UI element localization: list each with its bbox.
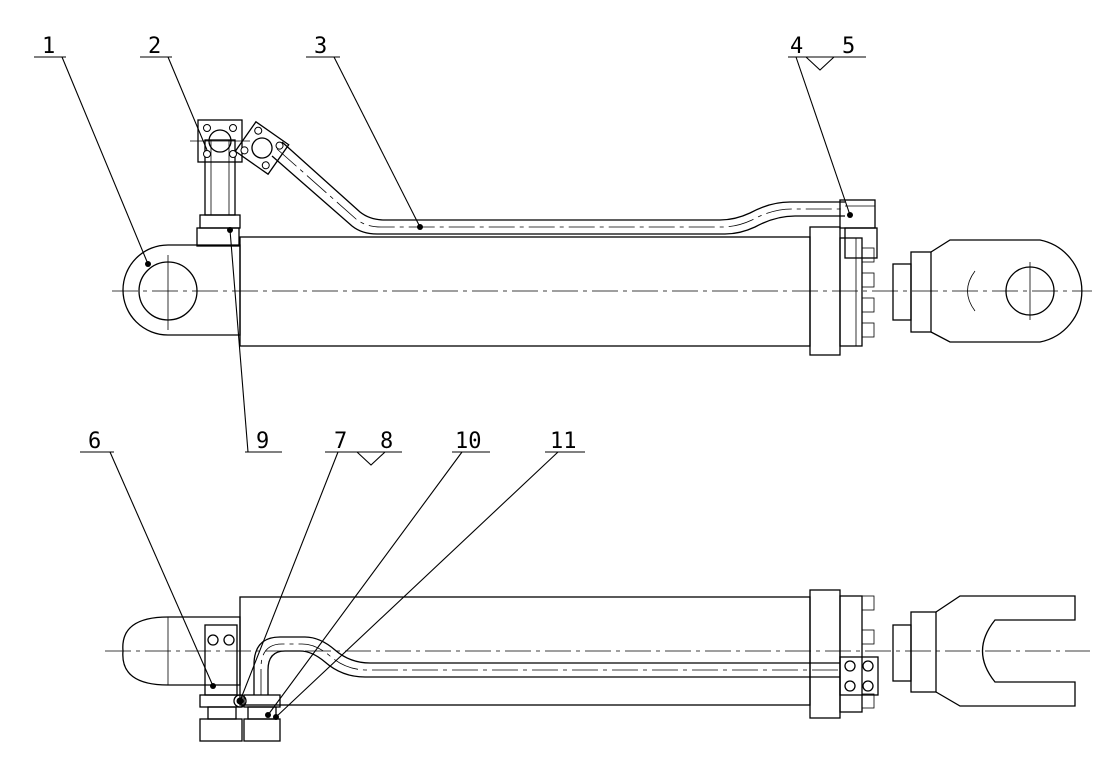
- callout-4: 4: [790, 34, 803, 59]
- callout-9: 9: [256, 429, 269, 454]
- callout-labels: 1 2 3 4 5 6 7 8 9 10 11: [42, 34, 855, 454]
- callout-8: 8: [380, 429, 393, 454]
- front-flange: [809, 226, 875, 356]
- rod-end-eye: [892, 239, 1083, 343]
- callout-1: 1: [42, 34, 55, 59]
- callout-6: 6: [88, 429, 101, 454]
- cylinder-barrel: [239, 236, 811, 347]
- pipe-line-bottom: [253, 636, 840, 695]
- rear-end-block: [122, 616, 241, 686]
- callout-5: 5: [842, 34, 855, 59]
- top-view: [112, 119, 1092, 356]
- bottom-flange: [809, 589, 937, 719]
- callout-11: 11: [550, 429, 577, 454]
- bottom-right-port: [839, 656, 879, 696]
- bottom-view: [105, 589, 1090, 742]
- pipe-line-top: [234, 120, 845, 235]
- callout-3: 3: [314, 34, 327, 59]
- right-port-block: [839, 199, 878, 259]
- rear-eye: [122, 227, 241, 336]
- callout-2: 2: [148, 34, 161, 59]
- callout-7: 7: [334, 429, 347, 454]
- callout-10: 10: [455, 429, 482, 454]
- callout-leaders: [34, 56, 866, 718]
- clevis-fork: [935, 595, 1076, 707]
- left-port-flange: [190, 119, 250, 229]
- bottom-port-flanges: [199, 624, 281, 742]
